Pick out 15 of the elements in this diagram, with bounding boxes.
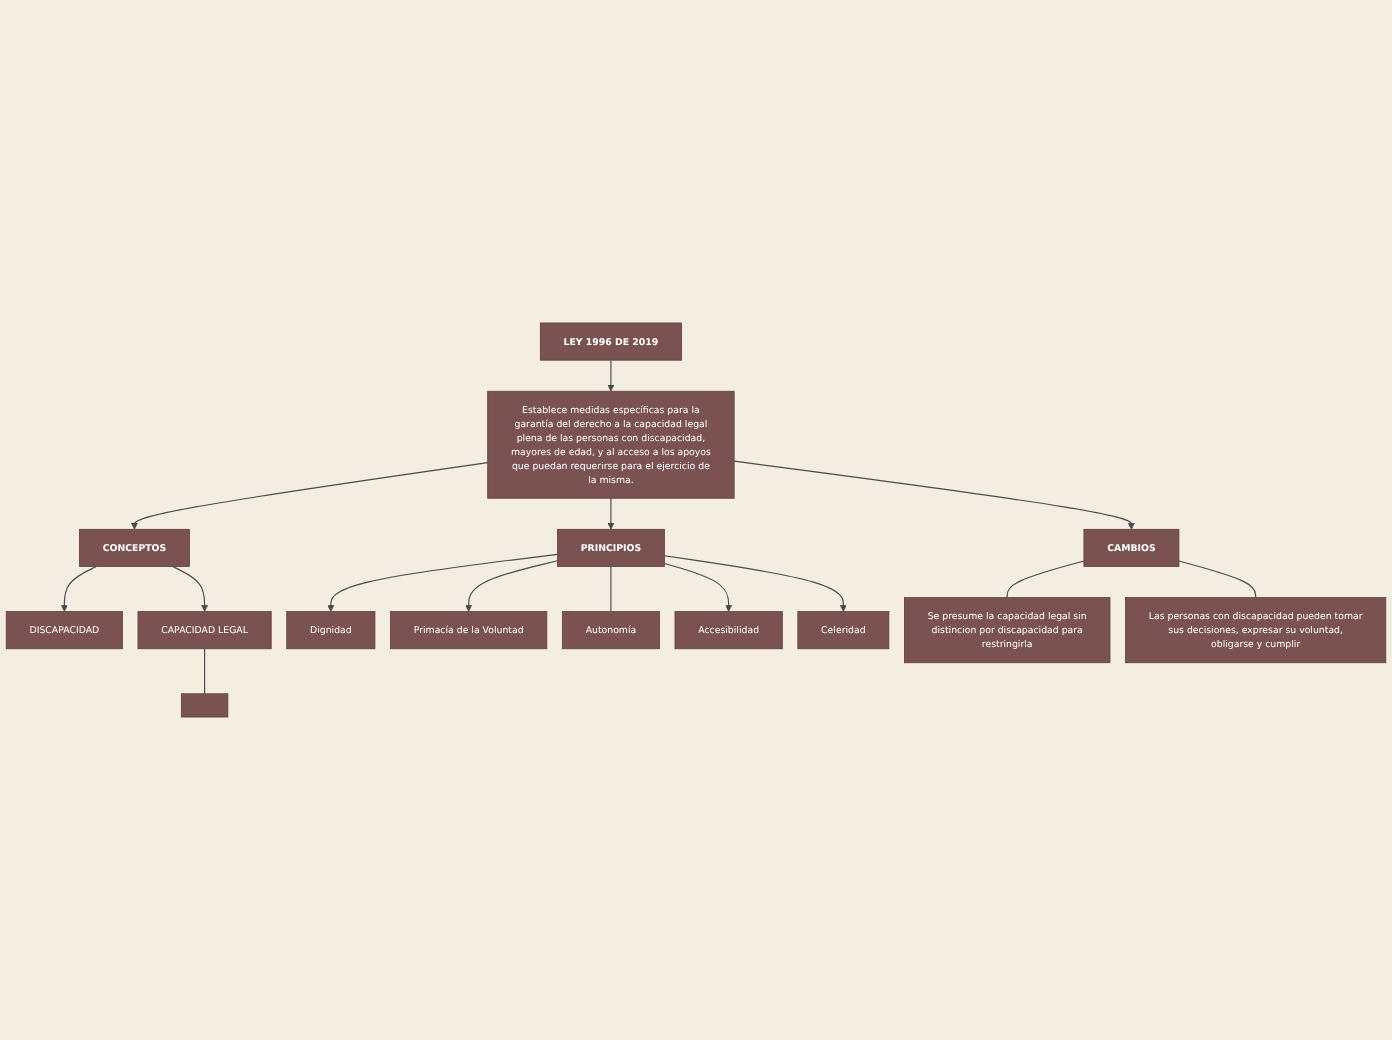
arrow xyxy=(733,460,1135,530)
arrow xyxy=(607,359,615,392)
arrow xyxy=(131,462,489,530)
arrow xyxy=(465,560,558,612)
connector xyxy=(204,648,206,695)
connector xyxy=(1006,560,1085,599)
node-box xyxy=(180,693,229,718)
arrow xyxy=(327,553,558,612)
connector xyxy=(610,565,612,613)
arrow xyxy=(663,562,733,612)
arrow xyxy=(663,555,847,612)
arrow xyxy=(607,497,615,530)
connector xyxy=(1178,560,1257,599)
arrow xyxy=(60,565,97,612)
arrow xyxy=(172,565,208,612)
